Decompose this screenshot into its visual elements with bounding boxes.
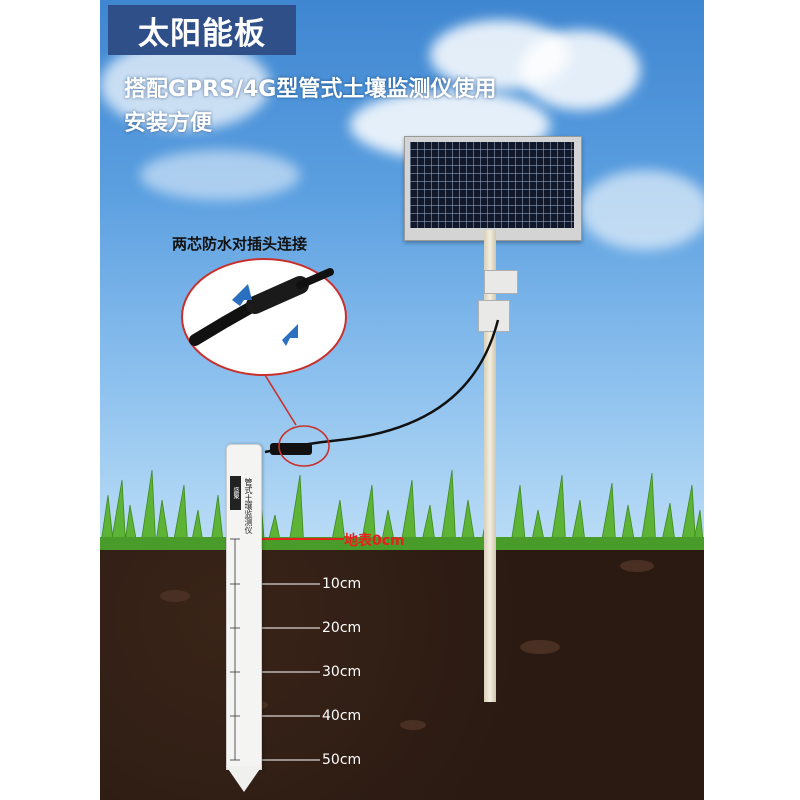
pole-bracket <box>484 270 518 294</box>
depth-label: 50cm <box>322 752 362 768</box>
cloud <box>580 170 704 250</box>
subtitle: 搭配GPRS/4G型管式土壤监测仪使用 安装方便 <box>124 73 584 141</box>
pole-bracket <box>478 300 510 332</box>
probe-tip <box>226 766 262 792</box>
cloud <box>140 150 300 200</box>
soil-texture <box>400 720 426 730</box>
subtitle-line: 安装方便 <box>124 111 213 136</box>
connector-label: 两芯防水对插头连接 <box>172 235 308 253</box>
cloud <box>520 30 640 110</box>
probe-label: 管式土壤监测仪 <box>244 478 253 534</box>
subtitle-line: 搭配GPRS/4G型管式土壤监测仪使用 <box>124 77 497 102</box>
soil-texture <box>160 590 190 602</box>
arrow-icon <box>232 284 298 346</box>
soil <box>100 540 704 800</box>
depth-label: 40cm <box>322 708 362 724</box>
page-title: 太阳能板 <box>108 5 296 55</box>
product-scene <box>100 0 704 800</box>
solar-panel-cells <box>410 142 574 228</box>
depth-label: 30cm <box>322 664 362 680</box>
probe-brand-badge: 盛聚 <box>230 476 241 510</box>
soil-texture <box>520 640 560 654</box>
depth-label: 10cm <box>322 576 362 592</box>
ground-label: 地表0cm <box>344 533 405 549</box>
soil-texture <box>620 560 654 572</box>
probe-scale <box>230 538 240 761</box>
waterproof-connector <box>270 443 312 455</box>
depth-label: 20cm <box>322 620 362 636</box>
cloud <box>100 40 270 130</box>
